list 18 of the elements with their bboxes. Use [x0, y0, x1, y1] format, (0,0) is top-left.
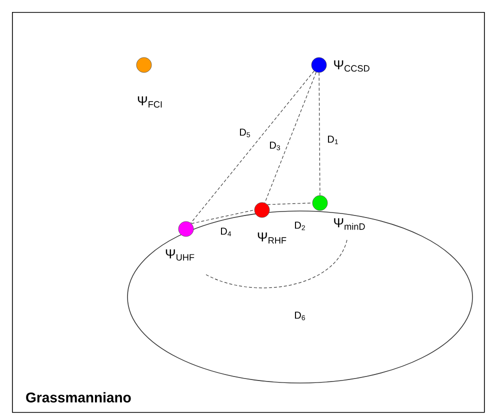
distance-line: [191, 210, 255, 224]
distance-line: [318, 72, 320, 196]
point-label: Ψ$_{CCSD}$: [334, 60, 370, 72]
edge-label: D$_{4}$: [219, 226, 233, 238]
manifold-ellipse: [127, 210, 473, 384]
title: Grassmanniano: [26, 392, 131, 402]
point-label: Ψ$_{UHF}$: [166, 249, 194, 261]
edge-label: D$_{2}$: [293, 220, 307, 232]
point-label: Ψ$_{minD}$: [334, 218, 365, 230]
distance-label: D$_{6}$: [295, 312, 305, 320]
point-label: Ψ$_{FCI}$: [138, 96, 162, 108]
distance-line: [264, 72, 316, 204]
edge-label: D$_{5}$: [238, 128, 252, 138]
edge-label: D$_{3}$: [268, 140, 282, 152]
distance-line: [267, 202, 313, 205]
distance-line: [190, 70, 314, 224]
point-label: Ψ$_{RHF}$: [258, 232, 286, 244]
edge-label: D$_{1}$: [326, 134, 340, 146]
